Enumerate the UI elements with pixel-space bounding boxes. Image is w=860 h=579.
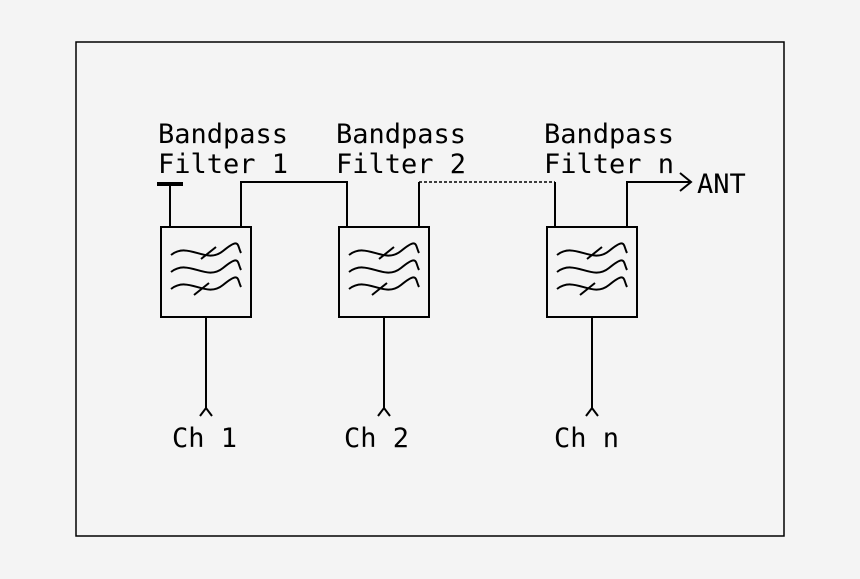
bandpass-filter-icon — [556, 242, 628, 296]
filter-2-title-line2: Filter 2 — [336, 149, 466, 180]
bandpass-filter-2 — [338, 226, 430, 318]
filter-1-title-line1: Bandpass — [158, 119, 288, 150]
filter-1-title-line2: Filter 1 — [158, 149, 288, 180]
wire-filtern-to-ant — [626, 181, 690, 228]
filter-2-title-line1: Bandpass — [336, 119, 466, 150]
fork-input-icon — [585, 406, 599, 417]
fork-input-icon — [199, 406, 213, 417]
filter-boxes — [160, 226, 638, 318]
wire-filter1-to-filter2 — [240, 181, 348, 228]
filter-n-title-line1: Bandpass — [544, 119, 674, 150]
antenna-label: ANT — [697, 169, 746, 200]
filter-n-title-line2: Filter n — [544, 149, 674, 180]
channel-n-label: Ch n — [554, 423, 619, 454]
bandpass-filter-icon — [348, 242, 420, 296]
channel-inputs — [199, 317, 599, 417]
bandpass-filter-1 — [160, 226, 252, 318]
channel-2-input — [377, 317, 391, 417]
channel-3-input — [585, 317, 599, 417]
channel-1-label: Ch 1 — [172, 423, 237, 454]
diagram-frame — [75, 41, 785, 537]
channel-2-label: Ch 2 — [344, 423, 409, 454]
channel-1-input — [199, 317, 213, 417]
arrow-right-icon — [679, 172, 693, 192]
bandpass-filter-3 — [546, 226, 638, 318]
fork-input-icon — [377, 406, 391, 417]
bandpass-filter-icon — [170, 242, 242, 296]
